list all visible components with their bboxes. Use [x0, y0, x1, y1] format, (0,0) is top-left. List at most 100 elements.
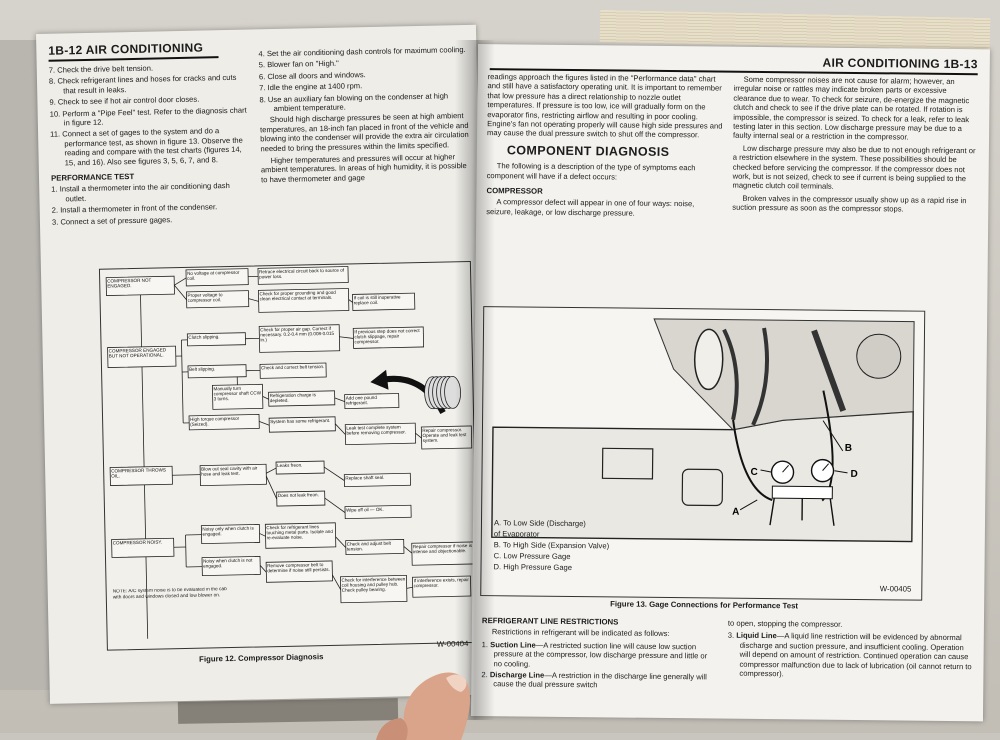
refrigerant-column-1: REFRIGERANT LINE RESTRICTIONS Restrictio…: [481, 616, 718, 693]
flowchart-box: Leaks freon.: [276, 461, 324, 474]
left-page-header: 1B-12 AIR CONDITIONING: [48, 40, 218, 62]
flowchart-box-text: Proper voltage to compressor coil.: [187, 292, 247, 304]
refrigerant-item: 2. Discharge Line—A restriction in the d…: [481, 670, 717, 691]
flowchart-connector: [181, 340, 183, 423]
flowchart-box-text: If previous step does not correct clutch…: [354, 328, 422, 345]
flowchart-connector: [172, 475, 200, 476]
flowchart-connector: [335, 398, 345, 402]
flowchart-box: Manually turn compressor shaft CCW 3 tur…: [212, 384, 262, 409]
flowchart-connector: [324, 467, 344, 481]
paragraph: Broken valves in the compressor usually …: [732, 194, 978, 215]
flowchart-box: Blow out seal cavity with air hose and l…: [200, 464, 266, 485]
step-text: Connect a set of pressure gages.: [60, 215, 172, 226]
flowchart-box: COMPRESSOR THROWS OIL.: [110, 466, 172, 485]
step-item: 3. Connect a set of pressure gages.: [52, 213, 252, 227]
right-steps-list: 4. Set the air conditioning dash control…: [258, 45, 473, 114]
paragraph: to open, stopping the compressor.: [728, 619, 974, 631]
refrigerant-heading: REFRIGERANT LINE RESTRICTIONS: [482, 616, 718, 628]
label-b: B: [845, 443, 852, 454]
flowchart-connector: [335, 424, 345, 435]
flowchart-connector: [259, 421, 269, 425]
flowchart-box-text: Leak test complete system before removin…: [346, 424, 414, 436]
flowchart-box: Clutch slipping.: [187, 333, 245, 346]
flowchart-box-text: Wipe off oil — OK.: [346, 506, 410, 513]
flowchart-box-text: Remove compressor belt to determine if n…: [267, 562, 331, 574]
step-item: 10. Perform a "Pipe Feel" test. Refer to…: [50, 105, 250, 128]
paragraph: Low discharge pressure may also be due t…: [732, 144, 978, 194]
item-title: Liquid Line: [736, 631, 777, 640]
step-text: Check the drive belt tension.: [57, 64, 153, 75]
refrigerant-item: 1. Suction Line—A restricted suction lin…: [481, 640, 717, 671]
flowchart-box: Retrace electrical circuit back to sourc…: [258, 267, 348, 285]
flowchart-box-text: Belt slipping.: [189, 366, 245, 372]
flowchart-box-text: Add one pound refrigerant.: [346, 395, 398, 406]
flowchart-box-text: Check for proper grounding and good clea…: [259, 290, 347, 302]
flowchart-box: If previous step does not correct clutch…: [353, 327, 423, 348]
flowchart-box-text: Leaks freon.: [277, 462, 323, 468]
step-text: Install a thermometer into the air condi…: [60, 181, 230, 203]
figure-13-code: W-00405: [880, 584, 912, 593]
flowchart-box: COMPRESSOR ENGAGED BUT NOT OPERATIONAL.: [108, 346, 176, 367]
flowchart-box: Noisy when clutch is not engaged.: [202, 556, 260, 575]
flowchart-box-text: Blow out seal cavity with air hose and l…: [201, 465, 265, 477]
label-c: C: [750, 467, 757, 478]
figure-13-caption: Figure 13. Gage Connections for Performa…: [610, 599, 798, 610]
flowchart-box-text: System has some refrigerant.: [270, 418, 334, 425]
flowchart-box-text: Replace shaft seal.: [345, 474, 409, 481]
step-text: Install a thermometer in front of the co…: [60, 203, 217, 215]
flowchart-box: COMPRESSOR NOT ENGAGED.: [106, 276, 174, 295]
figure-13: A C D B A. To Low Side (Discharge) of Ev…: [480, 306, 925, 601]
refrigerant-list: 1. Suction Line—A restricted suction lin…: [481, 640, 718, 691]
item-title: Suction Line: [490, 640, 536, 649]
flowchart-box: Check for refrigerant lines touching met…: [265, 523, 335, 548]
step-text: Check to see if hot air control door clo…: [58, 95, 200, 107]
flowchart-box: High torque compressor (Seized).: [189, 414, 259, 429]
flowchart-note: NOTE: A/C system noise is to be evaluate…: [113, 587, 233, 601]
flowchart-box: Check for proper grounding and good clea…: [258, 289, 348, 313]
flowchart-box-text: No voltage at compressor coil.: [187, 270, 247, 282]
flowchart-box: Belt slipping.: [188, 365, 246, 378]
flowchart-connector: [174, 285, 186, 300]
flowchart-box-text: If coil is still inoperative replace coi…: [354, 294, 414, 306]
flowchart-box-text: Noisy when clutch is not engaged.: [203, 557, 259, 569]
flowchart-connector: [266, 476, 276, 499]
flowchart-box-text: Noisy only when clutch is engaged.: [202, 525, 258, 537]
step-number: 10.: [50, 109, 63, 118]
refrigerant-column-2: to open, stopping the compressor. 3. Liq…: [727, 619, 974, 681]
flowchart-box: No voltage at compressor coil.: [186, 269, 248, 286]
flowchart-box-text: Check for proper air gap. Correct if nec…: [260, 326, 338, 343]
flowchart-connector: [415, 433, 421, 438]
flowchart-box: Does not leak freon.: [277, 491, 325, 506]
label-d: D: [850, 469, 857, 480]
figure-13-legend: A. To Low Side (Discharge) of Evaporator…: [493, 517, 609, 573]
flowchart-box: Proper voltage to compressor coil.: [186, 291, 248, 308]
flowchart-box: COMPRESSOR NOISY.: [112, 538, 174, 557]
step-text: Close all doors and windows.: [267, 70, 366, 81]
flowchart-box: Refrigeration charge is depleted.: [269, 391, 335, 406]
flowchart-box: Check and correct belt tension.: [260, 363, 326, 378]
flowchart-box-text: Does not leak freon.: [278, 492, 324, 498]
paragraph: readings approach the figures listed in …: [487, 72, 724, 140]
flowchart-connector: [339, 336, 353, 338]
component-diagnosis-heading: COMPONENT DIAGNOSIS: [507, 146, 723, 158]
flowchart-connector: [349, 299, 353, 302]
right-column-1: readings approach the figures listed in …: [486, 72, 724, 222]
compressor-diagnosis-chart: COMPRESSOR NOT ENGAGED. No voltage at com…: [99, 261, 479, 651]
compressor-heading: COMPRESSOR: [486, 186, 722, 198]
right-page-header: AIR CONDITIONING 1B-13: [490, 52, 978, 75]
paragraph: Some compressor noises are not cause for…: [733, 75, 980, 143]
flowchart-connector: [260, 565, 266, 572]
flowchart-box-text: High torque compressor (Seized).: [190, 415, 258, 427]
flowchart-box: Check for interference between coil hous…: [340, 575, 407, 602]
flowchart-connector: [336, 537, 346, 548]
flowchart-box: Leak test complete system before removin…: [345, 423, 415, 444]
paragraph: Should high discharge pressures be seen …: [260, 111, 475, 153]
paragraph: A compressor defect will appear in one o…: [486, 198, 722, 219]
paragraph: The following is a description of the ty…: [487, 161, 723, 182]
step-text: Perform a "Pipe Feel" test. Refer to the…: [62, 105, 247, 127]
left-column: 7. Check the drive belt tension.8. Check…: [49, 62, 252, 229]
flowchart-box-text: Check for refrigerant lines touching met…: [266, 524, 334, 541]
flowchart-box-text: COMPRESSOR THROWS OIL.: [111, 467, 171, 479]
right-page: AIR CONDITIONING 1B-13 readings approach…: [471, 44, 990, 721]
step-number: 11.: [50, 130, 62, 139]
